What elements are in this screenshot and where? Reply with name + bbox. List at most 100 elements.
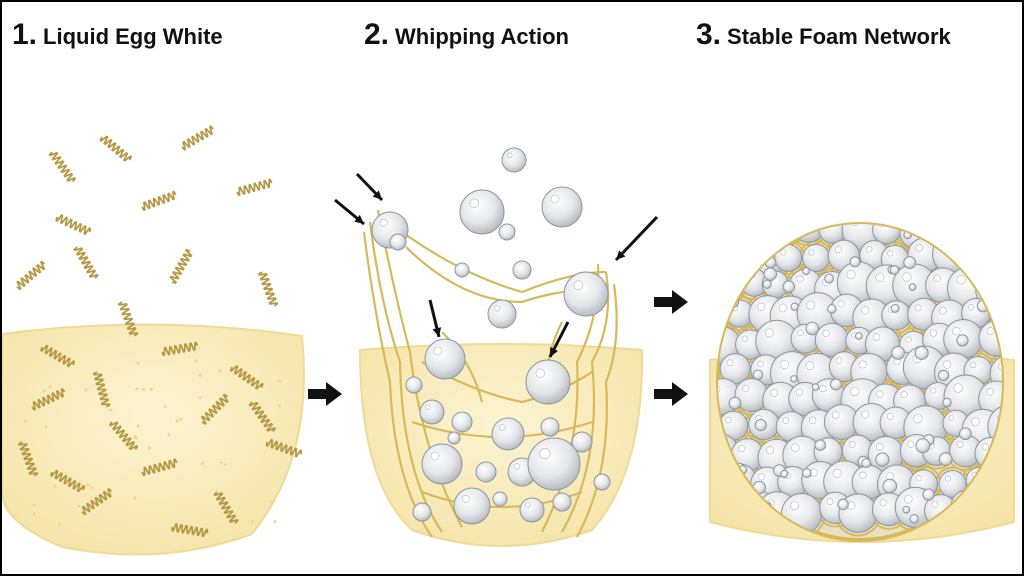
protein-strand-icon <box>49 469 86 493</box>
foam-small-bubble <box>782 280 796 293</box>
foam-small-bubble <box>728 396 742 410</box>
protein-film <box>362 231 433 538</box>
bubble-highlight <box>791 443 800 452</box>
foam-small-bubble <box>802 267 811 276</box>
stage-3-label: Stable Foam Network <box>727 24 951 49</box>
bubble-highlight <box>986 387 995 396</box>
bubble-highlight <box>851 224 861 226</box>
liquid-speck <box>48 385 52 389</box>
foam-bubble <box>718 270 737 300</box>
bubble-highlight <box>539 448 551 460</box>
bubble-highlight <box>929 329 938 337</box>
bubble-highlight <box>425 404 431 410</box>
bubble-highlight <box>779 359 790 370</box>
liquid-speck <box>150 387 153 391</box>
force-arrows <box>334 172 659 358</box>
bubble-highlight <box>915 244 923 252</box>
protein-strand-icon <box>108 421 139 451</box>
bubble-highlight <box>926 216 934 224</box>
liquid-speck <box>179 417 183 421</box>
liquid-speck <box>23 419 27 423</box>
foam-small-bubble <box>837 498 849 511</box>
foam-small-bubble <box>811 383 820 391</box>
bubble-highlight <box>837 300 845 308</box>
bubble-highlight <box>819 384 827 393</box>
bubble-highlight <box>725 246 732 253</box>
bubble-highlight <box>931 500 939 508</box>
liquid-speck <box>133 496 137 500</box>
bubble-highlight <box>983 278 992 287</box>
liquid-speck <box>136 424 140 428</box>
force-arrow-icon <box>432 327 442 337</box>
bubble-highlight <box>461 494 470 503</box>
foam-small-bubble <box>752 369 764 381</box>
air-bubble-icon <box>459 189 505 235</box>
liquid-speck <box>198 374 202 377</box>
foam-small-bubble <box>908 283 917 291</box>
protein-strand-icon <box>81 487 113 516</box>
bubble-highlight <box>879 499 887 507</box>
bubble-highlight <box>956 275 966 285</box>
foam-small-bubble <box>790 302 799 311</box>
foam-bubble <box>791 224 826 243</box>
foam-cell-wall <box>973 224 1002 252</box>
bubble-highlight <box>913 414 923 424</box>
bubble-highlight <box>998 362 1002 371</box>
bubble-highlight <box>433 346 443 356</box>
foam-cell-wall <box>987 236 1002 283</box>
protein-strand-icon <box>257 271 279 307</box>
foam-cell-wall <box>718 267 740 303</box>
bubble-highlight <box>981 443 989 451</box>
protein-strand-icon <box>236 178 273 197</box>
bubble-highlight <box>800 216 806 222</box>
bubble-highlight <box>943 360 952 369</box>
protein-strand-icon <box>161 341 199 357</box>
foam-small-bubble <box>763 267 778 281</box>
liquid-speck <box>86 483 90 487</box>
bubble-highlight <box>872 333 881 341</box>
bubble-highlight <box>808 416 817 425</box>
air-bubbles <box>371 147 611 525</box>
air-bubble-icon <box>519 497 545 523</box>
bubble-highlight <box>738 444 746 453</box>
bubble-highlight <box>956 224 966 228</box>
foam-small-bubble <box>882 478 898 494</box>
air-bubble-icon <box>419 399 445 425</box>
bubble-highlight <box>914 304 922 312</box>
liquid-speck <box>194 359 198 363</box>
bubble-highlight <box>806 300 816 310</box>
force-arrow-icon <box>354 214 364 224</box>
stage-1-label: Liquid Egg White <box>43 24 223 49</box>
foam-small-bubble <box>802 468 812 478</box>
foam-small-bubble <box>875 452 890 467</box>
bubble-highlight <box>948 415 955 422</box>
liquid-speck <box>136 361 140 365</box>
protein-strand-icon <box>99 135 133 162</box>
foam-small-bubble <box>956 334 969 347</box>
bubble-highlight <box>795 388 804 396</box>
force-arrow-icon <box>372 190 382 200</box>
liquid-speck <box>147 446 151 450</box>
air-bubble-icon <box>405 376 423 394</box>
liquid-speck <box>250 519 254 523</box>
foam-small-bubble <box>827 304 837 314</box>
foam-small-bubble <box>829 378 843 391</box>
protein-strand-icon <box>200 393 229 425</box>
liquid-speck <box>133 434 137 438</box>
air-bubble-icon <box>525 359 571 405</box>
bubble-highlight <box>757 360 764 368</box>
bubble-highlight <box>907 440 915 448</box>
liquid-speck <box>90 486 94 490</box>
air-bubble-icon <box>492 491 508 507</box>
bubble-highlight <box>726 359 734 367</box>
protein-strand-icon <box>141 458 178 477</box>
foam-small-bubble <box>790 375 798 383</box>
foam-bubble <box>991 240 1002 279</box>
bubble-highlight <box>875 272 885 283</box>
foam-small-bubble <box>922 488 935 501</box>
foam-small-bubble <box>780 469 789 479</box>
air-bubble-icon <box>421 443 463 485</box>
liquid-speck <box>53 484 57 488</box>
bubble-highlight <box>933 274 941 283</box>
force-arrow-line <box>614 215 659 262</box>
